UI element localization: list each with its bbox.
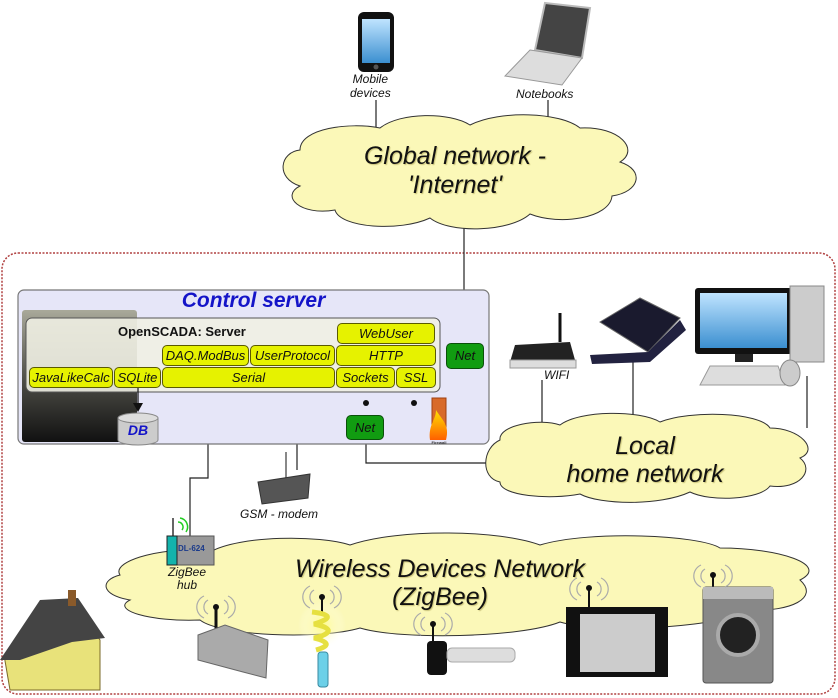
mobile-label-line2: devices: [350, 86, 391, 100]
module-sockets[interactable]: Sockets: [336, 367, 395, 388]
module-serial[interactable]: Serial: [162, 367, 335, 388]
mobile-label-line1: Mobile: [352, 72, 389, 86]
global-network-cloud: [282, 114, 637, 230]
local-network-line1: Local: [615, 432, 675, 460]
home-boundary: [1, 252, 836, 695]
module-daq-modbus[interactable]: DAQ.ModBus: [162, 345, 249, 366]
net-upper-box[interactable]: Net: [446, 343, 484, 369]
local-network-line2: home network: [566, 460, 724, 488]
database-icon: [117, 388, 159, 446]
notebooks-label: Notebooks: [516, 87, 574, 101]
module-ssl[interactable]: SSL: [396, 367, 436, 388]
notebook-icon: [503, 1, 592, 86]
module-user-protocol[interactable]: UserProtocol: [250, 345, 335, 366]
zigbee-hub-line1: ZigBee: [167, 565, 207, 579]
car-key-icon: [427, 621, 516, 675]
laptop-icon: [590, 297, 686, 364]
desktop-computer-icon: [695, 285, 825, 387]
global-network-label: Global network - 'Internet': [330, 142, 580, 200]
toaster-icon: [197, 604, 269, 679]
wifi-router-icon: [509, 313, 577, 369]
lamp-icon: [298, 594, 346, 688]
washing-machine-icon: [702, 572, 774, 684]
junction-dot: [363, 400, 369, 406]
wireless-network-line2: (ZigBee): [392, 583, 488, 611]
wireless-network-line1: Wireless Devices Network: [294, 555, 586, 583]
gsm-modem-icon: [257, 452, 311, 505]
wireless-network-label: Wireless Devices Network (ZigBee): [270, 555, 610, 611]
mobile-devices-label: Mobile devices: [350, 72, 391, 100]
module-sqlite[interactable]: SQLite: [114, 367, 161, 388]
wireless-wave-icons: [196, 564, 733, 636]
wifi-label: WIFI: [544, 368, 570, 382]
firewall-label: Firewall: [431, 440, 447, 445]
global-network-line1: Global network -: [363, 142, 547, 170]
global-network-line2: 'Internet': [407, 170, 503, 199]
gsm-modem-label: GSM - modem: [240, 507, 319, 521]
local-network-cloud: [485, 412, 809, 503]
zigbee-hub-line2: hub: [176, 578, 198, 592]
db-label: DB: [127, 422, 149, 438]
zigbee-hub-icon: [166, 517, 215, 566]
net-lower-box[interactable]: Net: [346, 415, 384, 440]
zigbee-hub-model: DL-624: [178, 544, 205, 553]
openscada-title: OpenSCADA: Server: [118, 324, 246, 339]
zigbee-hub-label: ZigBee hub: [163, 566, 211, 592]
module-webuser[interactable]: WebUser: [337, 323, 435, 344]
module-http[interactable]: HTTP: [336, 345, 436, 366]
house-icon: [0, 590, 105, 691]
control-server-title: Control server: [181, 289, 326, 312]
module-javalikecalc[interactable]: JavaLikeCalc: [29, 367, 113, 388]
local-network-label: Local home network: [535, 432, 755, 488]
tv-icon: [566, 585, 668, 677]
junction-dot: [411, 400, 417, 406]
mobile-phone-icon: [358, 12, 394, 72]
firewall-icon: [429, 397, 448, 440]
